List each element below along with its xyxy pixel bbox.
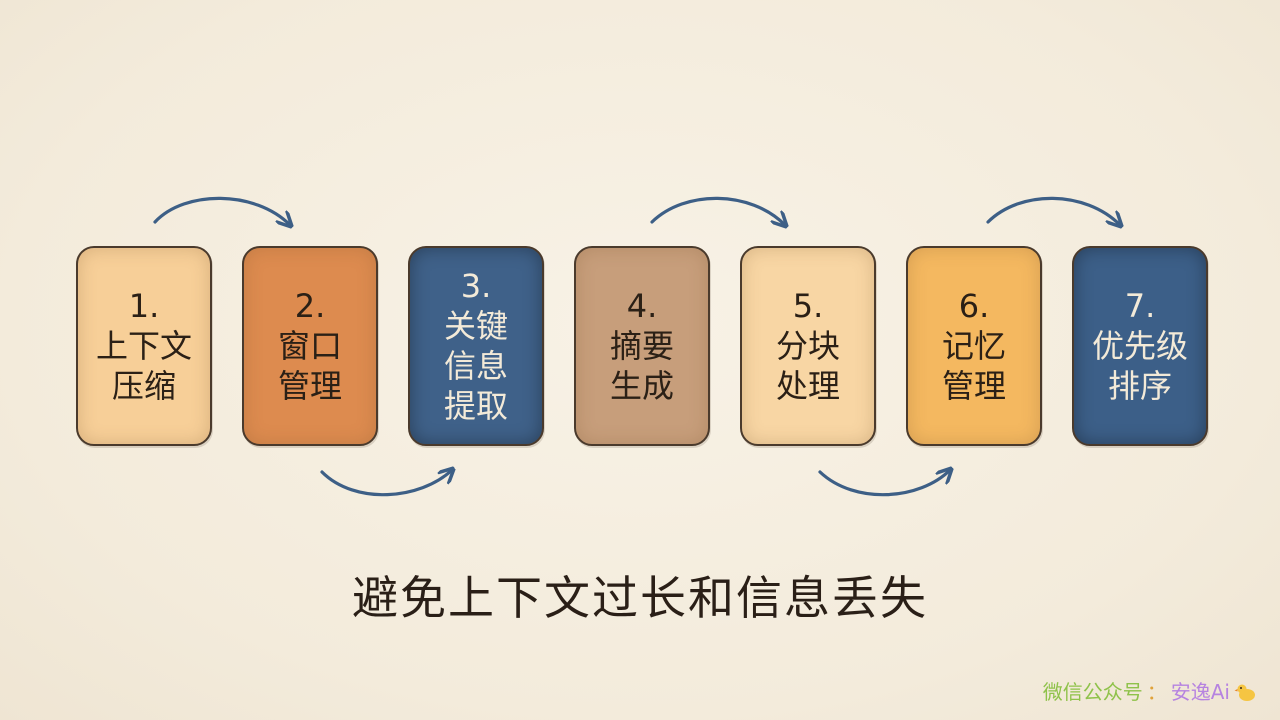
watermark-brand: 安逸Ai bbox=[1170, 680, 1230, 704]
step-number: 4. bbox=[626, 287, 658, 325]
step-number: 1. bbox=[128, 287, 160, 325]
step-label-line: 分块 bbox=[775, 327, 840, 365]
step-label-line: 提取 bbox=[443, 387, 508, 425]
watermark-prefix: 微信公众号 bbox=[1042, 680, 1143, 704]
arrow-4-to-5 bbox=[650, 196, 785, 225]
step-label-line: 窗口 bbox=[277, 327, 342, 365]
arrow-1-to-2 bbox=[153, 196, 290, 225]
step-number: 6. bbox=[958, 287, 990, 325]
step-label-line: 信息 bbox=[443, 347, 508, 385]
duck-icon bbox=[1234, 684, 1255, 701]
step-card-2: 2. 窗口 管理 bbox=[242, 246, 378, 446]
step-label-line: 生成 bbox=[609, 367, 674, 405]
step-label-line: 优先级 bbox=[1091, 327, 1188, 365]
step-number: 5. bbox=[792, 287, 824, 325]
step-number: 3. bbox=[460, 267, 492, 305]
step-card-7: 7. 优先级 排序 bbox=[1072, 246, 1208, 446]
step-label-line: 记忆 bbox=[941, 327, 1006, 365]
step-label-line: 上下文 bbox=[95, 327, 192, 365]
step-label-line: 处理 bbox=[775, 367, 840, 405]
watermark-separator: ： bbox=[1146, 680, 1167, 704]
step-label-line: 排序 bbox=[1107, 367, 1172, 405]
step-label-line: 关键 bbox=[443, 307, 508, 345]
arrow-2-to-3 bbox=[320, 470, 452, 497]
diagram-caption: 避免上下文过长和信息丢失 bbox=[352, 571, 928, 625]
watermark: 微信公众号 ： 安逸Ai bbox=[1043, 678, 1258, 706]
step-card-5: 5. 分块 处理 bbox=[740, 246, 876, 446]
step-label-line: 压缩 bbox=[111, 367, 176, 405]
arrow-6-to-7 bbox=[986, 196, 1120, 225]
arrow-5-to-6 bbox=[818, 470, 950, 497]
step-card-1: 1. 上下文 压缩 bbox=[76, 246, 212, 446]
step-label-line: 管理 bbox=[277, 367, 342, 405]
step-number: 7. bbox=[1124, 287, 1156, 325]
step-card-4: 4. 摘要 生成 bbox=[574, 246, 710, 446]
step-label-line: 摘要 bbox=[609, 327, 674, 365]
step-label-line: 管理 bbox=[941, 367, 1006, 405]
step-card-6: 6. 记忆 管理 bbox=[906, 246, 1042, 446]
step-card-3: 3. 关键 信息 提取 bbox=[408, 246, 544, 446]
step-number: 2. bbox=[294, 287, 326, 325]
